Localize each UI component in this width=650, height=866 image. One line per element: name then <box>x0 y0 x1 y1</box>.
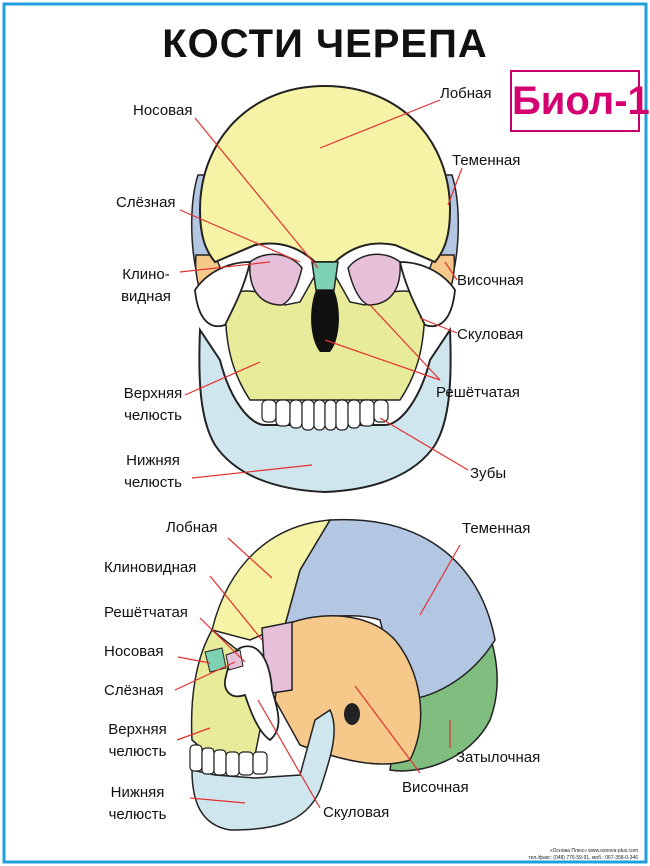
side-label-maxilla-1: Верхняя <box>108 721 167 738</box>
side-label-zygomatic: Скуловая <box>323 804 390 821</box>
front-label-teeth: Зубы <box>470 465 507 482</box>
front-label-sphenoid-1: Клино- <box>122 266 170 283</box>
front-orbit-left <box>249 253 303 306</box>
side-label-temporal: Височная <box>402 779 469 796</box>
front-label-parietal: Теменная <box>452 152 521 169</box>
side-nasal <box>204 647 227 673</box>
side-ear-opening <box>344 703 360 725</box>
side-temporal <box>274 615 422 765</box>
side-mandible <box>191 708 335 831</box>
front-teeth <box>261 399 389 431</box>
front-zygomatic-left <box>194 261 252 328</box>
front-orbit-right <box>347 253 401 306</box>
front-label-lacrimal: Слёзная <box>116 194 176 211</box>
side-label-maxilla-2: челюсть <box>108 743 167 760</box>
side-teeth <box>189 744 268 777</box>
front-label-nasal: Носовая <box>133 102 193 119</box>
side-label-occipital: Затылочная <box>456 749 541 766</box>
front-label-mandible-1: Нижняя <box>126 452 180 469</box>
front-leader-lines <box>179 99 469 479</box>
side-label-lacrimal: Слёзная <box>104 682 164 699</box>
publisher-footer: «Основа Плюс» www.osnova-plus.com тел./ф… <box>528 848 638 862</box>
side-zygomatic <box>224 645 280 742</box>
front-label-sphenoid-2: видная <box>121 288 171 305</box>
side-label-ethmoid: Решётчатая <box>104 604 188 621</box>
subject-badge: Биол-1 <box>510 70 650 132</box>
front-label-maxilla-1: Верхняя <box>123 385 183 402</box>
side-frontal <box>211 519 332 641</box>
front-label-ethmoid: Решётчатая <box>436 384 520 401</box>
front-label-maxilla-2: челюсть <box>124 407 182 424</box>
side-label-nasal: Носовая <box>104 643 164 660</box>
front-nasal-cavity <box>311 290 339 352</box>
front-label-mandible-2: челюсть <box>124 474 182 491</box>
front-zygomatic-right <box>398 261 456 328</box>
side-label-frontal: Лобная <box>166 519 218 536</box>
front-label-frontal: Лобная <box>440 85 492 102</box>
page-title: КОСТИ ЧЕРЕПА <box>162 22 488 66</box>
side-leader-lines <box>174 537 461 809</box>
side-label-parietal: Теменная <box>462 520 531 537</box>
side-label-mandible-1: Нижняя <box>110 784 165 801</box>
footer-line-1: «Основа Плюс» www.osnova-plus.com <box>549 848 638 854</box>
footer-line-2: тел./факс: (048) 776-59-91, моб.: 067-35… <box>528 855 638 861</box>
side-label-sphenoid: Клиновидная <box>104 559 197 576</box>
front-label-temporal: Височная <box>457 272 524 289</box>
front-label-zygomatic: Скуловая <box>457 326 524 343</box>
side-label-mandible-2: челюсть <box>108 806 167 823</box>
